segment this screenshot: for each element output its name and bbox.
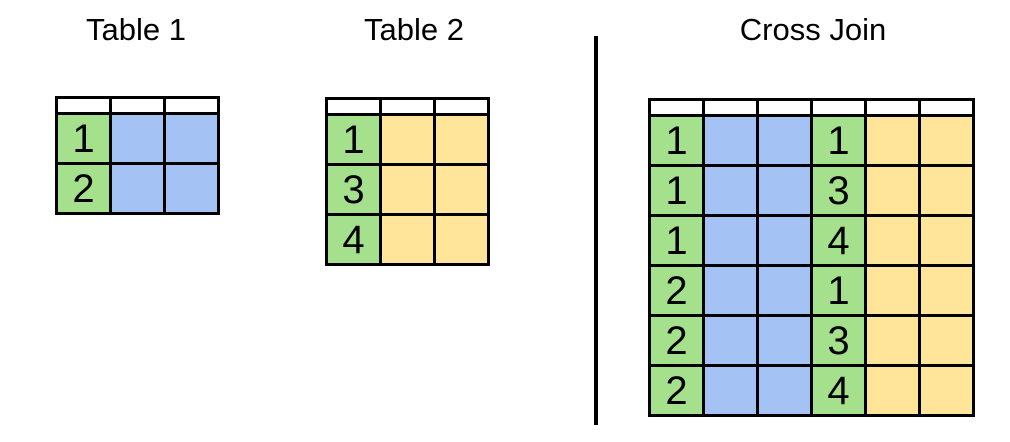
table-cell <box>918 314 975 367</box>
table-cell <box>756 364 813 417</box>
header-cell <box>379 97 436 116</box>
table-cell <box>756 264 813 317</box>
table-cell: 1 <box>325 113 382 166</box>
table-cell <box>756 314 813 367</box>
table-cell: 1 <box>55 112 112 165</box>
header-cell <box>864 98 921 117</box>
table-cell: 2 <box>55 162 112 215</box>
table-cell <box>702 364 759 417</box>
table-cell <box>756 114 813 167</box>
table-cell <box>756 214 813 267</box>
table-cell: 3 <box>325 163 382 216</box>
table-cell: 3 <box>810 314 867 367</box>
table-cell <box>433 163 490 216</box>
table-row: 3 <box>325 163 490 216</box>
table-cell: 4 <box>810 214 867 267</box>
table-cell <box>918 264 975 317</box>
table-cell <box>109 162 166 215</box>
table-cell <box>918 364 975 417</box>
header-row <box>55 96 220 115</box>
header-cell <box>163 96 220 115</box>
table-cell <box>702 314 759 367</box>
table-cell <box>864 114 921 167</box>
table-row: 2 <box>55 162 220 215</box>
table-cell: 2 <box>648 264 705 317</box>
table-cell <box>109 112 166 165</box>
table-cell: 3 <box>810 164 867 217</box>
table-row: 1 <box>325 113 490 166</box>
header-cell <box>648 98 705 117</box>
table-cell <box>864 214 921 267</box>
table-cell <box>379 113 436 166</box>
table-cell <box>702 264 759 317</box>
table-cell <box>864 264 921 317</box>
table-cell: 2 <box>648 314 705 367</box>
header-cell <box>702 98 759 117</box>
header-cell <box>325 97 382 116</box>
table-cell <box>756 164 813 217</box>
table-cell <box>702 114 759 167</box>
table-cell: 4 <box>810 364 867 417</box>
header-cell <box>55 96 112 115</box>
table-cell: 1 <box>648 214 705 267</box>
table-cell <box>864 364 921 417</box>
header-cell <box>433 97 490 116</box>
table-cell: 4 <box>325 213 382 266</box>
divider-line <box>594 36 598 425</box>
table-cell: 1 <box>648 114 705 167</box>
table-cell <box>379 163 436 216</box>
table-cell: 1 <box>810 264 867 317</box>
table-cell <box>918 164 975 217</box>
table-cell <box>163 112 220 165</box>
table-row: 4 <box>325 213 490 266</box>
table-cell <box>379 213 436 266</box>
table-cell: 1 <box>810 114 867 167</box>
table-cell <box>433 213 490 266</box>
table-cell <box>864 314 921 367</box>
header-cell <box>756 98 813 117</box>
table-cell <box>918 114 975 167</box>
table-cell <box>864 164 921 217</box>
table1-title: Table 1 <box>86 12 186 47</box>
table-cell <box>163 162 220 215</box>
header-row <box>325 97 490 116</box>
table-cell: 2 <box>648 364 705 417</box>
header-cell <box>810 98 867 117</box>
header-cell <box>109 96 166 115</box>
table2-title: Table 2 <box>364 12 464 47</box>
table-cell <box>702 164 759 217</box>
header-cell <box>918 98 975 117</box>
table-cell <box>433 113 490 166</box>
table-cell <box>702 214 759 267</box>
cross-join-title: Cross Join <box>739 12 887 47</box>
header-row <box>648 98 975 117</box>
table-row: 1 <box>55 112 220 165</box>
table-cell <box>918 214 975 267</box>
table-cell: 1 <box>648 164 705 217</box>
